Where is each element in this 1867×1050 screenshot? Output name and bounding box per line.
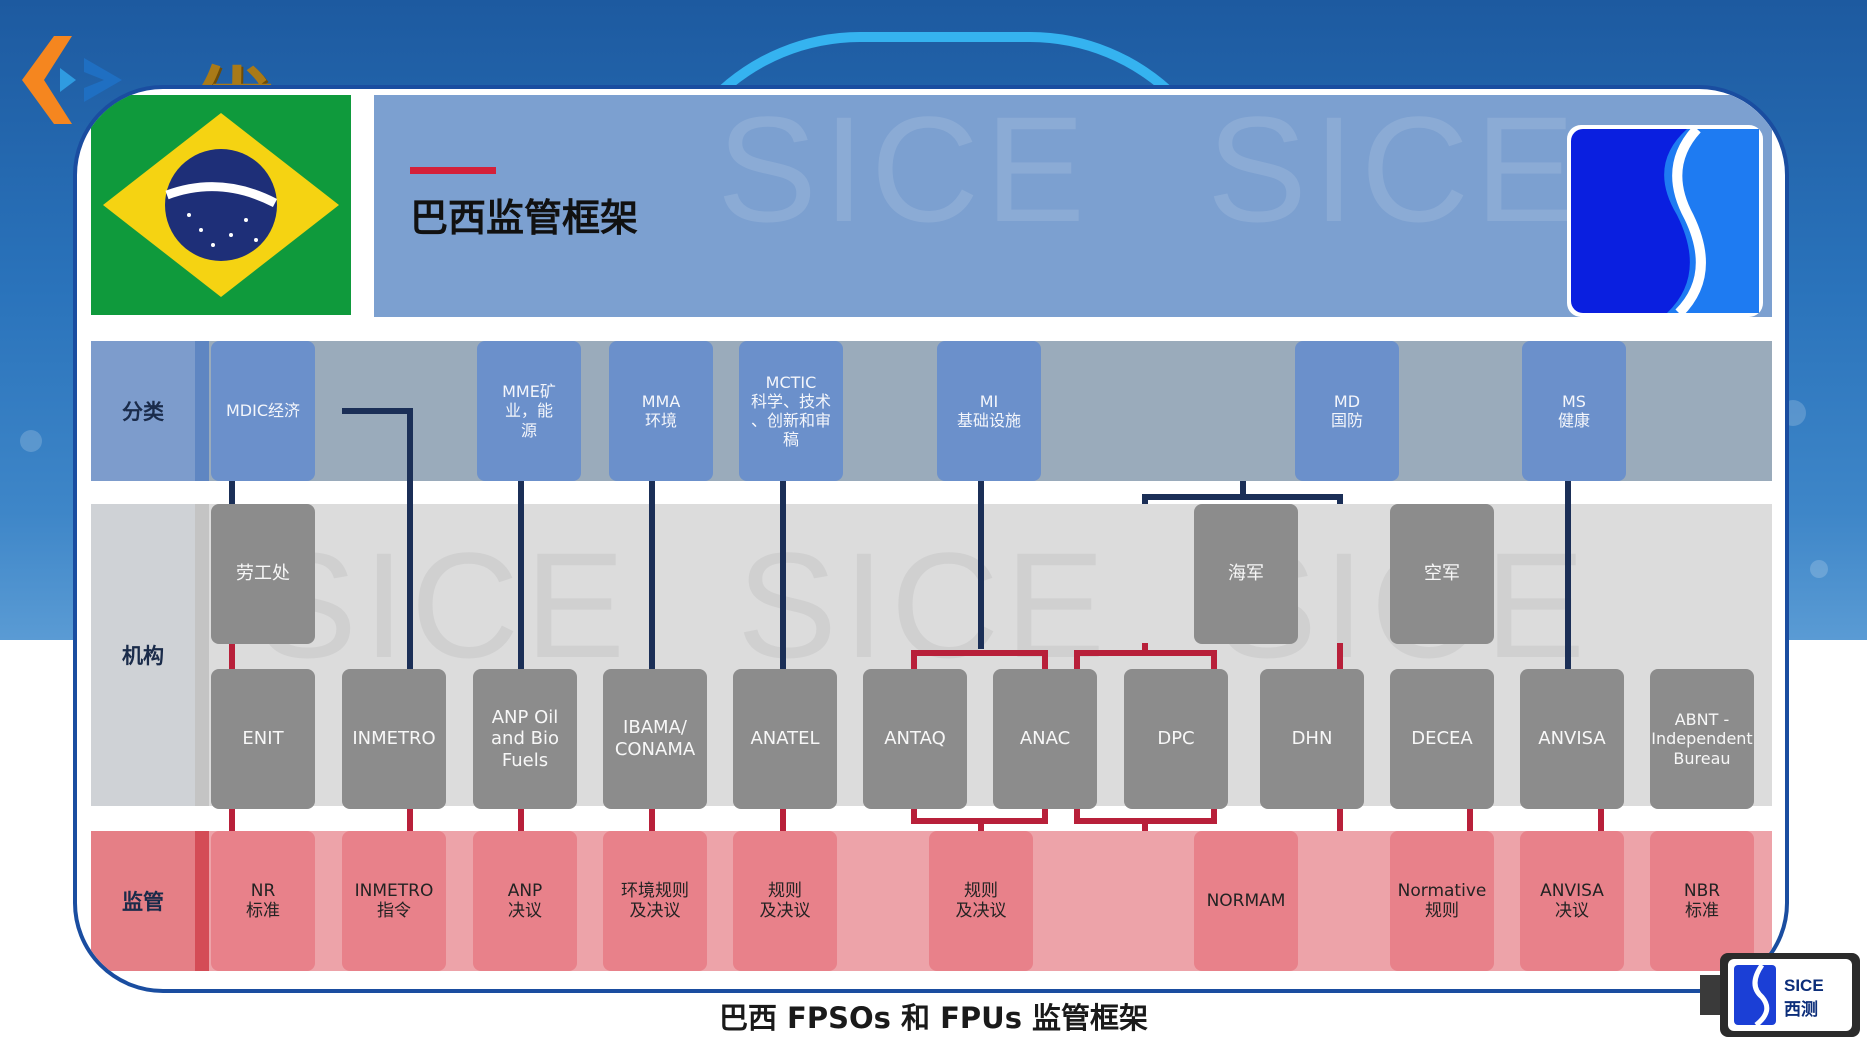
corner-logo-line1: SICE: [1784, 976, 1824, 995]
reg-box-infrastructure: 规则 及决议: [929, 831, 1033, 971]
org-box-navy: 海军: [1194, 504, 1298, 644]
org-box-abnt: ABNT - Independent Bureau: [1650, 669, 1754, 809]
sice-corner-logo-icon: SICE 西测: [1700, 953, 1860, 1037]
reg-box-normam: NORMAM: [1194, 831, 1298, 971]
reg-box-anp: ANP 决议: [473, 831, 577, 971]
org-box-decea: DECEA: [1390, 669, 1494, 809]
reg-box-inmetro: INMETRO 指令: [342, 831, 446, 971]
org-box-enit: ENIT: [211, 669, 315, 809]
watermark: SICE: [257, 521, 632, 689]
org-box-labor: 劳工处: [211, 504, 315, 644]
row-stripe: [195, 831, 209, 971]
row-label-regulation: 监管: [91, 831, 195, 971]
corner-logo-line2: 西测: [1784, 999, 1818, 1020]
header-band: [374, 95, 1772, 317]
org-box-anatel: ANATEL: [733, 669, 837, 809]
org-box-airforce: 空军: [1390, 504, 1494, 644]
org-box-anvisa: ANVISA: [1520, 669, 1624, 809]
class-box-ms: MS 健康: [1522, 341, 1626, 481]
class-box-mi: MI 基础设施: [937, 341, 1041, 481]
row-label-organization: 机构: [91, 504, 195, 806]
class-box-md: MD 国防: [1295, 341, 1399, 481]
class-box-mctic: MCTIC 科学、技术 、创新和审 稿: [739, 341, 843, 481]
class-box-mma: MMA 环境: [609, 341, 713, 481]
diagram-card: SICE SICE 巴西监管框架 分类 机构 监管 SICE SICE SICE: [73, 85, 1789, 993]
reg-box-nbr: NBR 标准: [1650, 831, 1754, 971]
row-label-classification: 分类: [91, 341, 195, 481]
reg-box-nr: NR 标准: [211, 831, 315, 971]
org-box-dhn: DHN: [1260, 669, 1364, 809]
reg-box-environment: 环境规则 及决议: [603, 831, 707, 971]
brazil-flag-icon: [91, 95, 351, 315]
class-box-mme: MME矿 业，能 源: [477, 341, 581, 481]
classification-row: 分类: [91, 341, 1772, 481]
reg-box-normative: Normative 规则: [1390, 831, 1494, 971]
reg-box-anatel: 规则 及决议: [733, 831, 837, 971]
brand-mark-icon: [22, 36, 122, 124]
org-box-antaq: ANTAQ: [863, 669, 967, 809]
background-dot: [20, 430, 42, 452]
org-box-anp: ANP Oil and Bio Fuels: [473, 669, 577, 809]
org-box-ibama: IBAMA/ CONAMA: [603, 669, 707, 809]
figure-caption: 巴西 FPSOs 和 FPUs 监管框架: [718, 1001, 1149, 1035]
sice-logo-icon: [1567, 125, 1763, 317]
watermark: SICE: [737, 521, 1112, 689]
watermark: SICE: [717, 85, 1092, 253]
page-title: 巴西监管框架: [410, 196, 639, 240]
title-accent-bar: [410, 167, 496, 174]
row-stripe: [195, 504, 209, 806]
class-box-mdic: MDIC经济: [211, 341, 315, 481]
org-box-anac: ANAC: [993, 669, 1097, 809]
watermark: SICE: [1207, 85, 1582, 253]
org-box-inmetro: INMETRO: [342, 669, 446, 809]
row-stripe: [195, 341, 209, 481]
reg-box-anvisa: ANVISA 决议: [1520, 831, 1624, 971]
org-box-dpc: DPC: [1124, 669, 1228, 809]
background-dot: [1810, 560, 1828, 578]
